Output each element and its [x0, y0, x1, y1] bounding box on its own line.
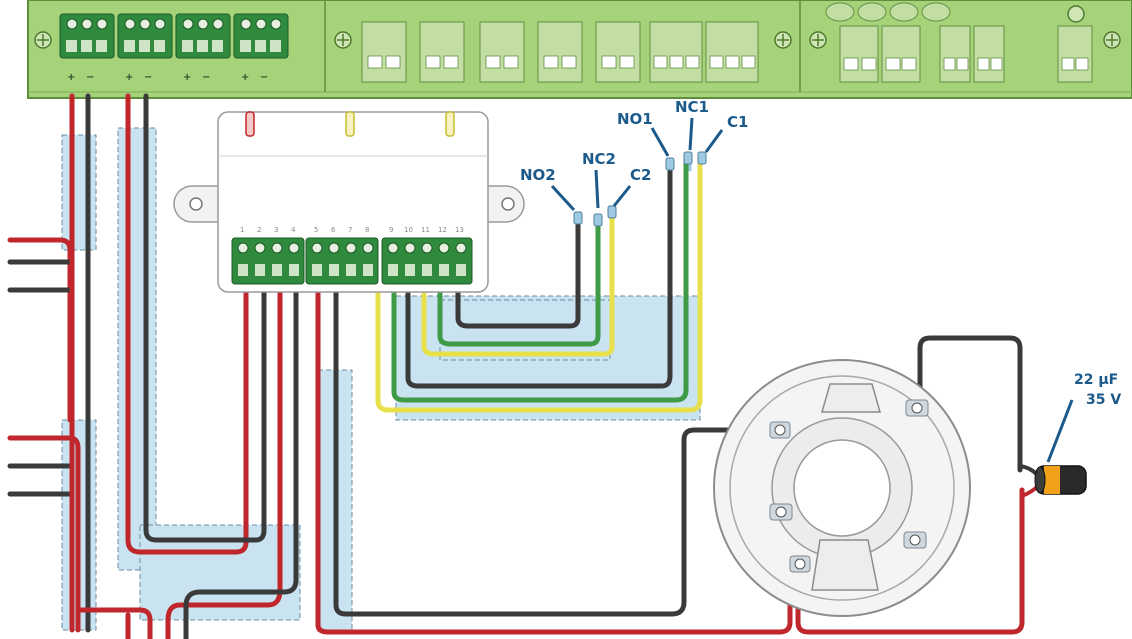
- label-c1: C1: [727, 113, 748, 131]
- label-nc1: NC1: [675, 98, 709, 116]
- pin-number: 5: [314, 226, 318, 234]
- pin-number: 11: [421, 226, 430, 234]
- pin-number: 8: [365, 226, 369, 234]
- pin-number: 12: [438, 226, 447, 234]
- board-screw-icon: [774, 31, 792, 49]
- output-terminal-slots: [367, 55, 756, 69]
- pin-number: 4: [291, 226, 296, 234]
- mount-hole-icon: [501, 197, 515, 211]
- pin-number: 2: [257, 226, 261, 234]
- board-screw-icon: [1103, 31, 1121, 49]
- label-c2: C2: [630, 166, 651, 184]
- svg-text:+: +: [125, 72, 133, 83]
- board-screw-icon: [334, 31, 352, 49]
- led-red-icon: [245, 111, 255, 137]
- capacitor-voltage: 35 V: [1086, 392, 1121, 408]
- pin-number: 10: [404, 226, 413, 234]
- pin-number: 6: [331, 226, 336, 234]
- output-terminals: [361, 21, 759, 83]
- detector-base: [713, 359, 971, 617]
- terminal-screw-icon: [774, 402, 923, 570]
- svg-text:+: +: [241, 72, 249, 83]
- svg-text:−: −: [202, 72, 210, 83]
- label-no2: NO2: [520, 166, 556, 184]
- wires: [7, 93, 1025, 639]
- relay-lead-tips: [573, 151, 707, 227]
- label-nc2: NC2: [582, 150, 616, 168]
- zone-terminal-blocks: +− +− +− +−: [59, 13, 289, 83]
- pin-number: 7: [348, 226, 352, 234]
- label-no1: NO1: [617, 110, 653, 128]
- module-pin-numbers: 1 2 3 4 5 6 7 8 9 10 11 12 13: [240, 226, 464, 234]
- svg-text:−: −: [260, 72, 268, 83]
- relay-labels: NO2 NC2 C2 NO1 NC1 C1: [520, 98, 748, 212]
- pin-number: 3: [274, 226, 278, 234]
- interface-module: [173, 111, 525, 293]
- mount-hole-icon: [189, 197, 203, 211]
- svg-text:−: −: [144, 72, 152, 83]
- led-yellow-icon: [445, 111, 455, 137]
- pin-number: 1: [240, 226, 244, 234]
- capacitor-capacitance: 22 µF: [1074, 372, 1118, 388]
- svg-text:+: +: [183, 72, 191, 83]
- capacitor: 22 µF 35 V: [1019, 372, 1121, 498]
- board-screw-icon: [34, 31, 52, 49]
- control-panel-board: +− +− +− +−: [27, 0, 1132, 99]
- svg-text:−: −: [86, 72, 94, 83]
- pin-number: 13: [455, 226, 464, 234]
- board-screw-icon: [809, 31, 827, 49]
- svg-text:+: +: [67, 72, 75, 83]
- detector-terminals: [825, 2, 1093, 83]
- led-yellow-icon: [345, 111, 355, 137]
- pin-number: 9: [389, 226, 393, 234]
